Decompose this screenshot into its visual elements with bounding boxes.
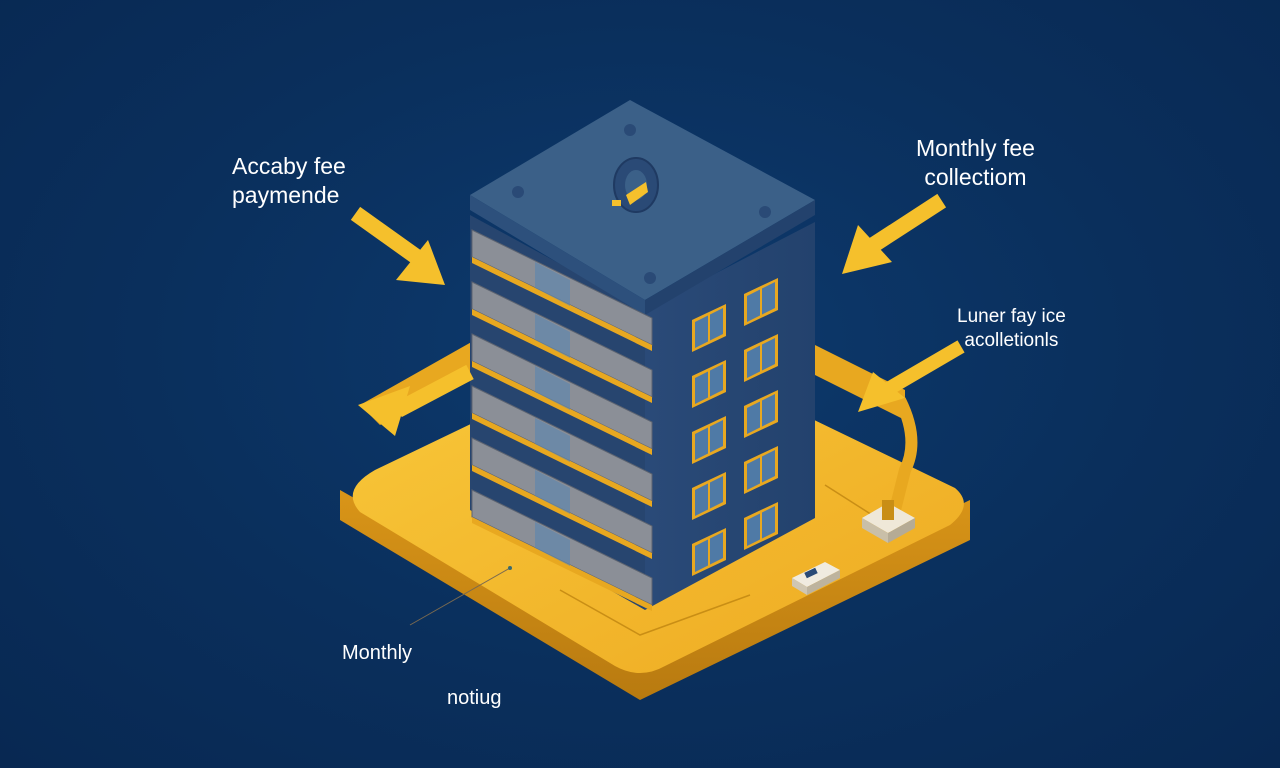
balcony — [471, 229, 653, 351]
window — [692, 304, 726, 352]
label-accaby-fee-paymende: Accaby fee paymende — [232, 153, 346, 208]
balcony — [471, 489, 653, 611]
coin-icon — [612, 157, 659, 213]
meter-icon — [862, 397, 918, 543]
balcony — [471, 281, 653, 403]
window — [744, 446, 778, 494]
window — [744, 278, 778, 326]
balcony — [471, 333, 653, 455]
label-monthly: Monthly — [342, 642, 413, 664]
window — [692, 360, 726, 408]
label-luner-fay-ice: Luner fay ice acolletionls — [957, 306, 1066, 351]
label-monthly-fee-collectiom: Monthly fee collectiom — [916, 135, 1035, 190]
window — [744, 334, 778, 382]
window — [692, 472, 726, 520]
window — [744, 390, 778, 438]
balcony — [471, 437, 653, 559]
arrow-icon — [350, 193, 965, 436]
remote-device-icon — [792, 562, 840, 595]
window — [692, 416, 726, 464]
window — [692, 528, 726, 576]
window — [744, 502, 778, 550]
windows — [692, 278, 778, 576]
balcony — [471, 385, 653, 507]
label-notiug: notiug — [447, 687, 502, 709]
balconies — [471, 229, 653, 611]
